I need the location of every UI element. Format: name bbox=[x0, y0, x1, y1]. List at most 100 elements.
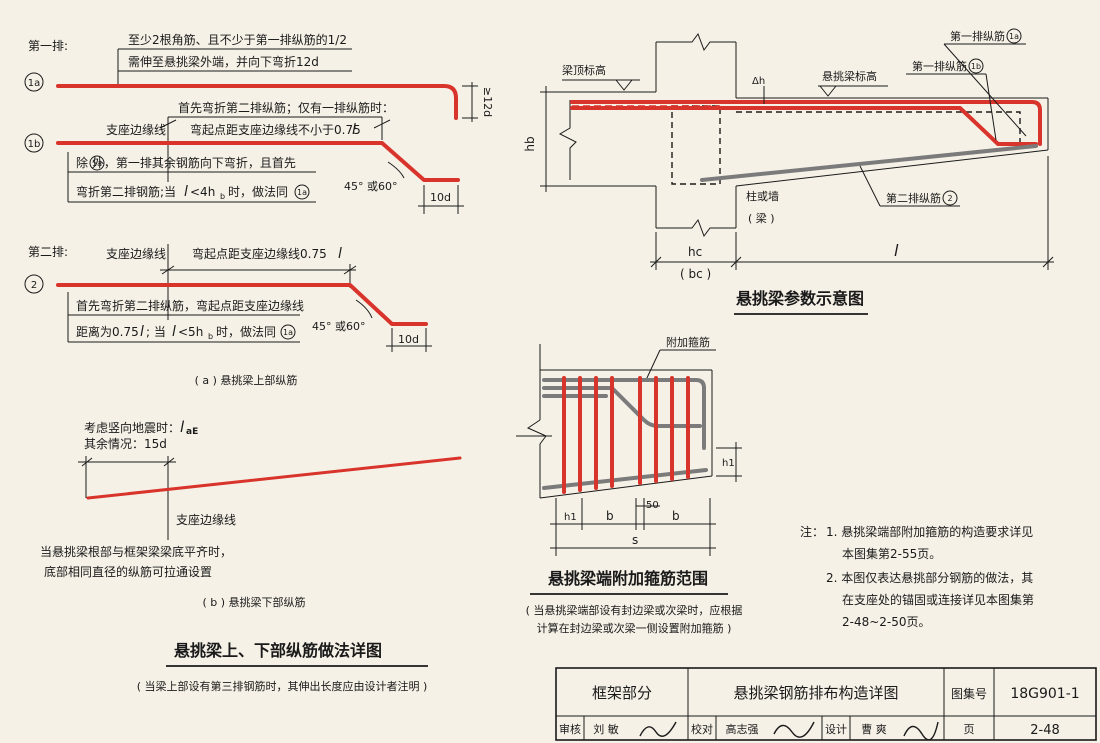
tb-check: 校对 bbox=[691, 722, 713, 736]
tb-checker: 高志强 bbox=[726, 722, 759, 736]
column-core-dash bbox=[671, 105, 721, 185]
support-edge-label-2: 支座边缘线 bbox=[106, 246, 166, 261]
marker-2-text: 2 bbox=[947, 194, 952, 203]
row1-1b-label: 第一排纵筋 bbox=[912, 59, 967, 73]
marker-1a-text: 1a bbox=[1009, 32, 1019, 41]
note-2-bot-line1: 首先弯折第二排纵筋，弯起点距支座边缘线 bbox=[76, 298, 304, 313]
rebar-2 bbox=[56, 283, 428, 326]
note-1b-top-line2: 弯起点距支座边缘线不小于0.75 bbox=[190, 122, 361, 137]
delta-h: Δh bbox=[752, 76, 765, 87]
note-1b-bot-end: 时，做法同 bbox=[228, 184, 288, 199]
leader-line bbox=[859, 165, 881, 207]
notes-prefix: 注： bbox=[800, 524, 824, 539]
l-symbol: l bbox=[172, 324, 176, 340]
h1-bot-label: h1 bbox=[564, 512, 577, 523]
l-label: l bbox=[894, 241, 899, 260]
tick bbox=[163, 457, 175, 467]
params-title: 悬挑梁参数示意图 bbox=[735, 289, 864, 308]
marker-1b-text: 1b bbox=[28, 139, 41, 150]
note-2-bot-lt: <5h bbox=[178, 325, 203, 339]
hb-label: hb bbox=[523, 136, 537, 151]
seismic-line2: 其余情况：15d bbox=[84, 436, 167, 451]
h1-label: h1 bbox=[722, 458, 735, 469]
tick bbox=[81, 457, 93, 467]
marker-1a-inline bbox=[280, 324, 296, 340]
support-edge-label-1: 支座边缘线 bbox=[106, 122, 166, 137]
note-2-bot-end: 时，做法同 bbox=[216, 324, 276, 339]
tb-page-no: 2-48 bbox=[1030, 723, 1060, 738]
l-symbol: l bbox=[338, 246, 342, 262]
caption-b: ( b ) 悬挑梁下部纵筋 bbox=[202, 595, 305, 609]
marker-1a-inline bbox=[294, 184, 310, 200]
reviewer-signature bbox=[639, 721, 677, 737]
note-1-line1: 1. 悬挑梁端部附加箍筋的构造要求详见 bbox=[826, 524, 1033, 539]
row1-label: 第一排: bbox=[28, 39, 68, 53]
angle-arc bbox=[355, 299, 373, 319]
tick bbox=[730, 256, 742, 268]
lower-note-line2: 底部相同直径的纵筋可拉通设置 bbox=[44, 564, 212, 579]
title-block: 框架部分 悬挑梁钢筋排布构造详图 图集号 18G901-1 审核 刘 敏 校对 … bbox=[555, 667, 1097, 741]
main-subtitle: ( 当梁上部设有第三排钢筋时，其伸出长度应由设计者注明 ) bbox=[137, 679, 428, 693]
b2-label: b bbox=[672, 509, 680, 523]
l-symbol: l bbox=[140, 324, 144, 340]
rebar-1a bbox=[56, 84, 458, 120]
stirrups-sub-line1: ( 当悬挑梁端部设有封边梁或次梁时，应根据 bbox=[526, 603, 743, 617]
note-2-bot-cond: ; 当 bbox=[146, 325, 166, 339]
dim-12d: ≥12d bbox=[481, 87, 494, 117]
designer-signature bbox=[903, 721, 939, 741]
note-1b-bot-cond: <4h bbox=[190, 185, 215, 199]
beam-top-elev: 梁顶标高 bbox=[562, 63, 606, 77]
beam-bottom bbox=[539, 475, 713, 499]
lae-sub: aE bbox=[186, 427, 198, 437]
marker-2-text: 2 bbox=[31, 280, 37, 291]
lower-note-line1: 当悬挑梁根部与框架梁梁底平齐时， bbox=[40, 544, 232, 559]
b1-label: b bbox=[606, 509, 614, 523]
stirrups-sub-line2: 计算在封边梁或次梁一侧设置附加箍筋 ) bbox=[537, 621, 732, 635]
marker-1b bbox=[24, 133, 44, 153]
marker-1a bbox=[1006, 28, 1022, 44]
tb-design: 设计 bbox=[825, 723, 847, 736]
marker-1a-inline bbox=[89, 155, 105, 171]
cant-top-elev: 悬挑梁标高 bbox=[822, 69, 877, 83]
marker-2 bbox=[942, 190, 958, 206]
note-1a-line2: 需伸至悬挑梁外端，并向下弯折12d bbox=[128, 54, 319, 69]
note-2-line3: 2-48~2-50页。 bbox=[842, 615, 931, 629]
tb-atlas-no: 18G901-1 bbox=[1010, 686, 1079, 702]
note-2-line1: 2. 本图仅表达悬挑部分钢筋的做法，其 bbox=[826, 570, 1033, 585]
l-symbol: l bbox=[352, 122, 356, 138]
note-1a-line1: 至少2根角筋、且不少于第一排纵筋的1/2 bbox=[128, 32, 347, 47]
cantilever-bottom bbox=[735, 149, 1049, 187]
tb-atlas-label: 图集号 bbox=[951, 686, 987, 701]
note-1b-top-line1: 首先弯折第二排纵筋；仅有一排纵筋时： bbox=[178, 100, 394, 115]
d50-label: 50 bbox=[646, 500, 659, 511]
notes: 注： 1. 悬挑梁端部附加箍筋的构造要求详见 本图集第2-55页。 2. 本图仅… bbox=[800, 524, 1034, 629]
tick bbox=[650, 256, 662, 268]
beam-break bbox=[558, 100, 577, 180]
marker-1a-inline-text: 1a bbox=[297, 188, 307, 197]
angle-2: 45° 或60° bbox=[312, 320, 366, 333]
elev-marker bbox=[615, 79, 633, 91]
tick bbox=[161, 265, 175, 275]
angle-1b: 45° 或60° bbox=[344, 180, 398, 193]
tb-designer: 曹 爽 bbox=[861, 723, 887, 736]
stirrup-label: 附加箍筋 bbox=[666, 335, 710, 349]
leader-line bbox=[943, 43, 1027, 137]
rebar-bottom bbox=[700, 144, 1038, 182]
tb-reviewer: 刘 敏 bbox=[593, 722, 619, 736]
col-wall-label: 柱或墙 bbox=[746, 189, 779, 203]
stirrup-bent-bar bbox=[542, 386, 702, 428]
stirrup-bottom-bar bbox=[542, 468, 708, 490]
marker-1a-inline-text: 1a bbox=[283, 328, 293, 337]
tick bbox=[159, 119, 177, 129]
bc-label: ( bc ) bbox=[680, 267, 711, 281]
tb-section: 框架部分 bbox=[592, 684, 652, 702]
tb-page-label: 页 bbox=[964, 723, 975, 736]
caption-a: ( a ) 悬挑梁上部纵筋 bbox=[195, 373, 298, 387]
leader-line bbox=[645, 349, 661, 381]
marker-1b-text: 1b bbox=[971, 62, 981, 71]
note-2-bot-line2: 距离为0.75 bbox=[76, 324, 139, 339]
stirrup-top-bar bbox=[542, 378, 706, 450]
rebar-1b bbox=[570, 106, 1038, 146]
column-break-top bbox=[656, 32, 736, 52]
note-1b-bot-line2: 弯折第二排钢筋;当 bbox=[76, 184, 176, 199]
